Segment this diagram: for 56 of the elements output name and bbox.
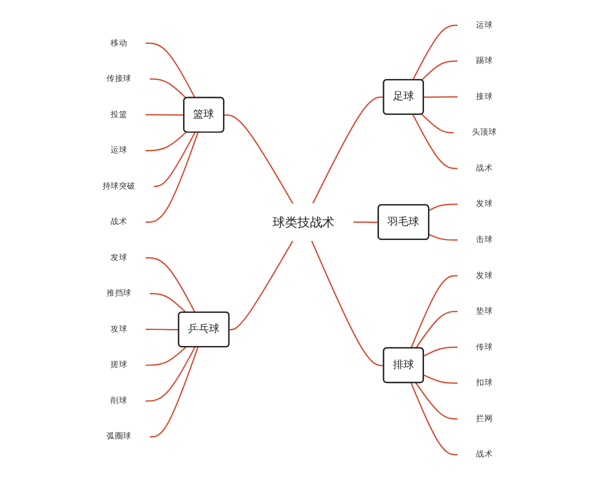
node-text: 移动 (111, 38, 128, 48)
connector (146, 346, 187, 366)
connector (312, 240, 384, 366)
node-text: 传球 (476, 342, 493, 352)
connector (154, 132, 196, 187)
node-text: 持球突破 (103, 182, 136, 191)
node-text: 战术 (111, 217, 128, 227)
connector (416, 382, 458, 420)
connector (224, 114, 294, 204)
connector (412, 114, 458, 170)
connector (429, 204, 458, 211)
connector (429, 234, 458, 241)
connector (146, 132, 187, 152)
node-text: 拦网 (476, 414, 493, 424)
node-text: 弧圈球 (107, 432, 132, 442)
connector (312, 96, 384, 204)
node-text: 战术 (476, 450, 493, 460)
connector (424, 346, 458, 357)
node-text: 发球 (476, 270, 493, 280)
node-text: 运球 (476, 20, 493, 30)
connector (416, 310, 458, 349)
connector (150, 293, 187, 313)
node-text: 搓球 (111, 360, 128, 370)
node-text: 推挡球 (107, 288, 132, 298)
node-text: 球类技战术 (272, 214, 336, 230)
connector (146, 114, 185, 116)
connector (424, 96, 458, 98)
node-text: 发球 (111, 253, 128, 262)
node-text: 踢球 (476, 56, 493, 66)
connector (230, 240, 294, 330)
connector (146, 257, 196, 313)
connector (422, 60, 458, 81)
connector (410, 382, 458, 456)
node-text: 战术 (476, 164, 493, 173)
node-text: 扣球 (476, 378, 493, 388)
node-text: 传接球 (107, 74, 132, 84)
node-text: 头顶球 (472, 128, 497, 138)
node-text: 击球 (476, 235, 493, 244)
connector (424, 374, 458, 384)
connector (422, 114, 454, 134)
connector (354, 221, 380, 224)
node-text: 削球 (111, 396, 128, 406)
node-text: 发球 (476, 199, 493, 209)
connector (150, 78, 187, 99)
connector (410, 275, 458, 348)
connector (412, 24, 458, 80)
node-text: 垫球 (476, 306, 493, 316)
connector (146, 42, 196, 98)
node-text: 运球 (111, 146, 128, 156)
node-text: 接球 (476, 92, 493, 102)
connector (146, 328, 180, 330)
connector (146, 346, 196, 402)
node-text: 攻球 (111, 324, 128, 334)
connector (150, 346, 200, 438)
connector (146, 132, 200, 223)
node-text: 投篮 (111, 110, 128, 120)
